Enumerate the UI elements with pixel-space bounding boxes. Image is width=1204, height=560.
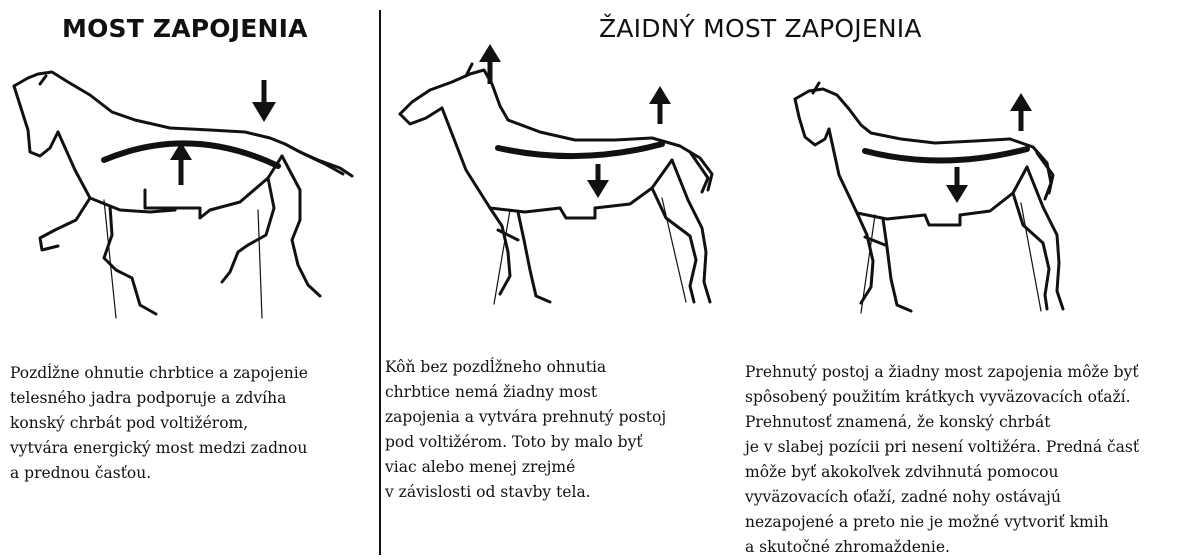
caption-line: telesného jadra podporuje a zdvíha <box>10 386 308 411</box>
caption-line: a prednou časťou. <box>10 461 308 486</box>
caption-line: a skutočné zhromaždenie. <box>745 535 1139 560</box>
title-no-engagement-bridge: ŽAIDNÝ MOST ZAPOJENIA <box>599 14 922 43</box>
caption-hollow-posture: Prehnutý postoj a žiadny most zapojenia … <box>745 360 1139 560</box>
caption-line: môže byť akokoľvek zdvihnutá pomocou <box>745 460 1139 485</box>
caption-line: Pozdĺžne ohnutie chrbtice a zapojenie <box>10 361 308 386</box>
title-engagement-bridge: MOST ZAPOJENIA <box>62 14 308 43</box>
caption-line: v závislosti od stavby tela. <box>385 480 666 505</box>
arrow-down-icon <box>946 167 968 203</box>
arrow-up-icon <box>1010 93 1032 131</box>
caption-line: Prehnutý postoj a žiadny most zapojenia … <box>745 360 1139 385</box>
caption-line: nezapojené a preto nie je možné vytvoriť… <box>745 510 1139 535</box>
caption-no-bridge-horse: Kôň bez pozdĺžneho ohnutia chrbtice nemá… <box>385 355 666 505</box>
caption-engagement-bridge: Pozdĺžne ohnutie chrbtice a zapojenie te… <box>10 361 308 486</box>
caption-line: Kôň bez pozdĺžneho ohnutia <box>385 355 666 380</box>
caption-line: spôsobený použitím krátkych vyväzovacích… <box>745 385 1139 410</box>
arrow-up-icon <box>170 142 192 185</box>
caption-line: vytvára energický most medzi zadnou <box>10 436 308 461</box>
caption-line: je v slabej pozícii pri nesení voltižéra… <box>745 435 1139 460</box>
arrow-up-icon <box>479 44 501 84</box>
arrow-down-icon <box>252 80 276 122</box>
horse-engaged-illustration <box>0 60 380 335</box>
arrow-down-icon <box>587 164 609 198</box>
arrow-up-icon <box>649 86 671 124</box>
horse-hollow-illustration-1 <box>390 40 730 330</box>
caption-line: zapojenia a vytvára prehnutý postoj <box>385 405 666 430</box>
caption-line: chrbtice nemá žiadny most <box>385 380 666 405</box>
caption-line: viac alebo menej zrejmé <box>385 455 666 480</box>
caption-line: konský chrbát pod voltižérom, <box>10 411 308 436</box>
caption-line: pod voltižérom. Toto by malo byť <box>385 430 666 455</box>
caption-line: Prehnutosť znamená, že konský chrbát <box>745 410 1139 435</box>
horse-hollow-illustration-2 <box>775 75 1075 330</box>
caption-line: vyväzovacích oťaží, zadné nohy ostávajú <box>745 485 1139 510</box>
